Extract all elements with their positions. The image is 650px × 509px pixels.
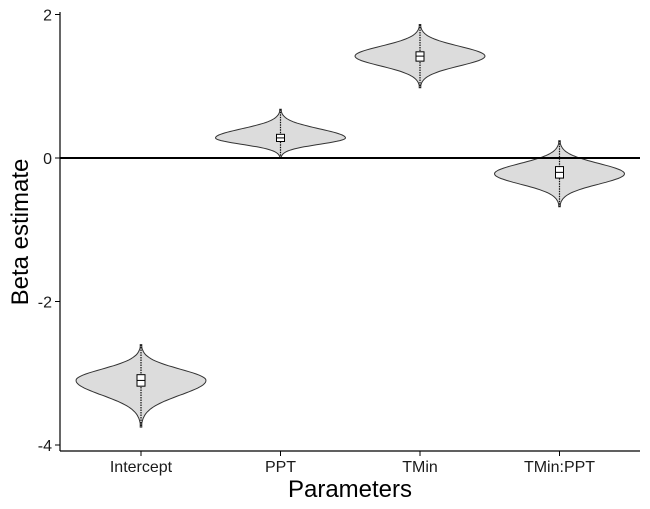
y-tick-label: 2 (43, 8, 52, 25)
x-tick-label: TMin (402, 459, 438, 476)
y-axis-title: Beta estimate (7, 159, 34, 306)
x-tick-label: TMin:PPT (524, 459, 595, 476)
y-tick-label: -4 (38, 438, 52, 455)
x-tick-label: PPT (265, 459, 296, 476)
y-tick-label: -2 (38, 295, 52, 312)
violin-layer (75, 24, 626, 428)
y-tick-label: 0 (43, 151, 52, 168)
x-axis-title: Parameters (288, 476, 412, 503)
x-tick-label: Intercept (110, 459, 173, 476)
